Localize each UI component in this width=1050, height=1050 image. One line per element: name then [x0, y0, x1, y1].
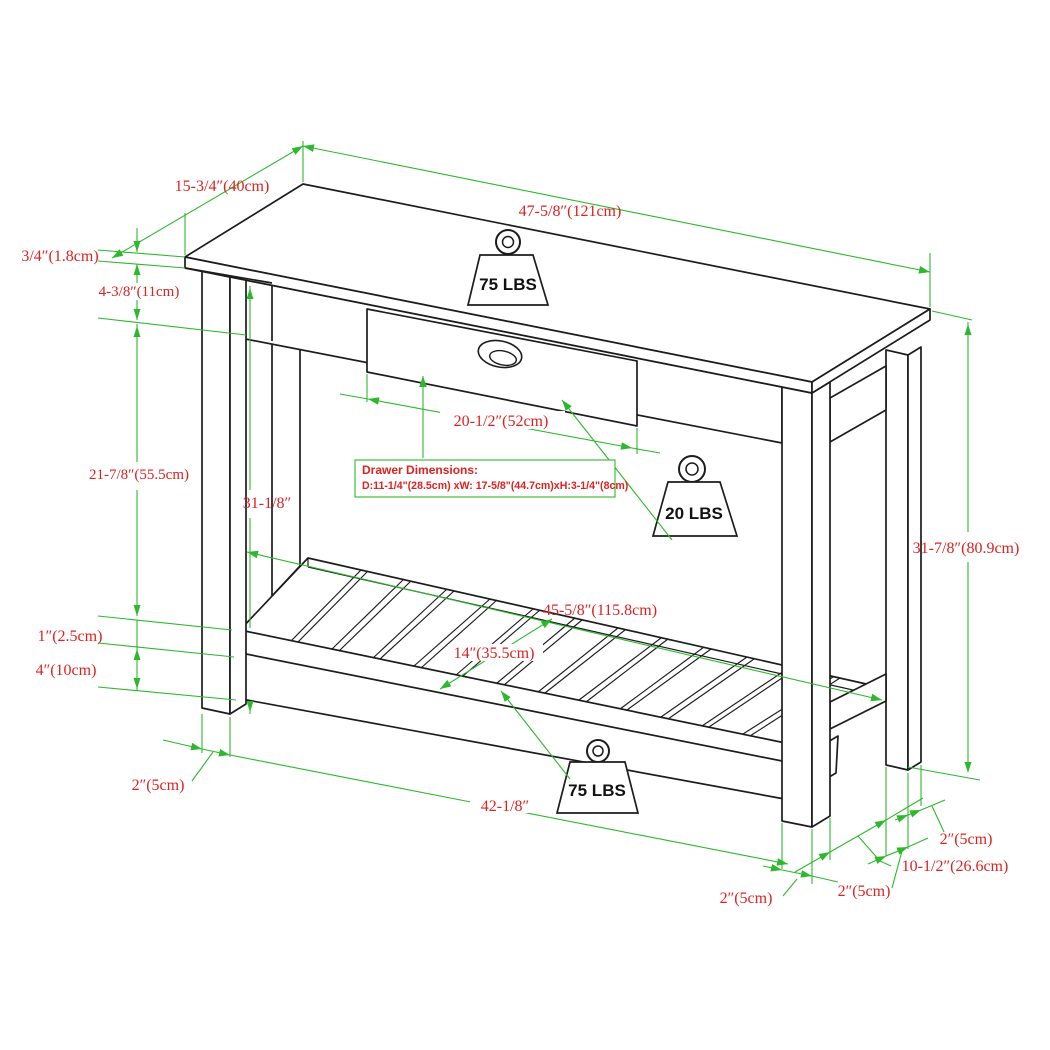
dim-apron-height: 4-3/8″(11cm)	[99, 284, 180, 300]
drawer-box-detail: D:11-1/4"(28.5cm) xW: 17-5/8"(44.7cm)xH:…	[362, 480, 628, 492]
table-structure	[184, 183, 931, 828]
back-right-leg	[885, 346, 922, 771]
weight-icons: 75 LBS 20 LBS 75 LBS	[466, 229, 739, 814]
drawer-dimensions-box: Drawer Dimensions: D:11-1/4"(28.5cm) xW:…	[354, 459, 628, 498]
front-right-leg	[781, 381, 831, 828]
dim-front-right-leg-width: 2″(5cm)	[720, 890, 773, 907]
dim-total-height: 31-7/8″(80.9cm)	[913, 540, 1020, 557]
dim-left-leg-width: 2″(5cm)	[132, 777, 185, 794]
shelf-capacity-label: 75 LBS	[568, 781, 626, 800]
dim-top-length: 47-5/8″(121cm)	[519, 203, 622, 220]
dim-back-right-leg-depth: 2″(5cm)	[940, 831, 993, 848]
drawer-capacity-label: 20 LBS	[665, 504, 723, 523]
weight-icon-shelf: 75 LBS	[555, 739, 640, 814]
dim-apron-to-shelf: 21-7/8″(55.5cm)	[89, 467, 189, 483]
dim-shelf-span: 42-1/8″	[481, 798, 529, 815]
dim-drawer-front-width: 20-1/2″(52cm)	[454, 413, 549, 430]
dim-shelf-length: 45-5/8″(115.8cm)	[543, 602, 657, 619]
dim-top-thickness: 3/4″(1.8cm)	[21, 248, 98, 265]
dimension-arrowheads	[133, 241, 972, 773]
drawer-front	[366, 308, 638, 427]
dim-slat-thickness: 1″(2.5cm)	[38, 628, 103, 645]
cup-handle-icon	[477, 339, 523, 369]
dim-shelf-rail-height: 4″(10cm)	[36, 662, 97, 679]
top-capacity-label: 75 LBS	[479, 275, 537, 294]
drawer-box-title: Drawer Dimensions:	[362, 463, 478, 477]
dimension-labels: 15-3/4″(40cm) 47-5/8″(121cm) 3/4″(1.8cm)…	[21, 178, 1019, 907]
dim-back-right-leg-width: 2″(5cm)	[838, 883, 891, 900]
label-backings	[78, 283, 565, 813]
dim-height-under-top: 31-1/8″	[243, 495, 291, 512]
dim-leg-gap-depth: 10-1/2″(26.6cm)	[902, 858, 1009, 875]
weight-icon-drawer: 20 LBS	[651, 455, 739, 537]
dim-shelf-depth: 14″(35.5cm)	[454, 645, 535, 662]
dim-top-depth: 15-3/4″(40cm)	[175, 178, 270, 195]
front-left-leg	[201, 266, 247, 715]
dimension-lines	[97, 141, 981, 897]
